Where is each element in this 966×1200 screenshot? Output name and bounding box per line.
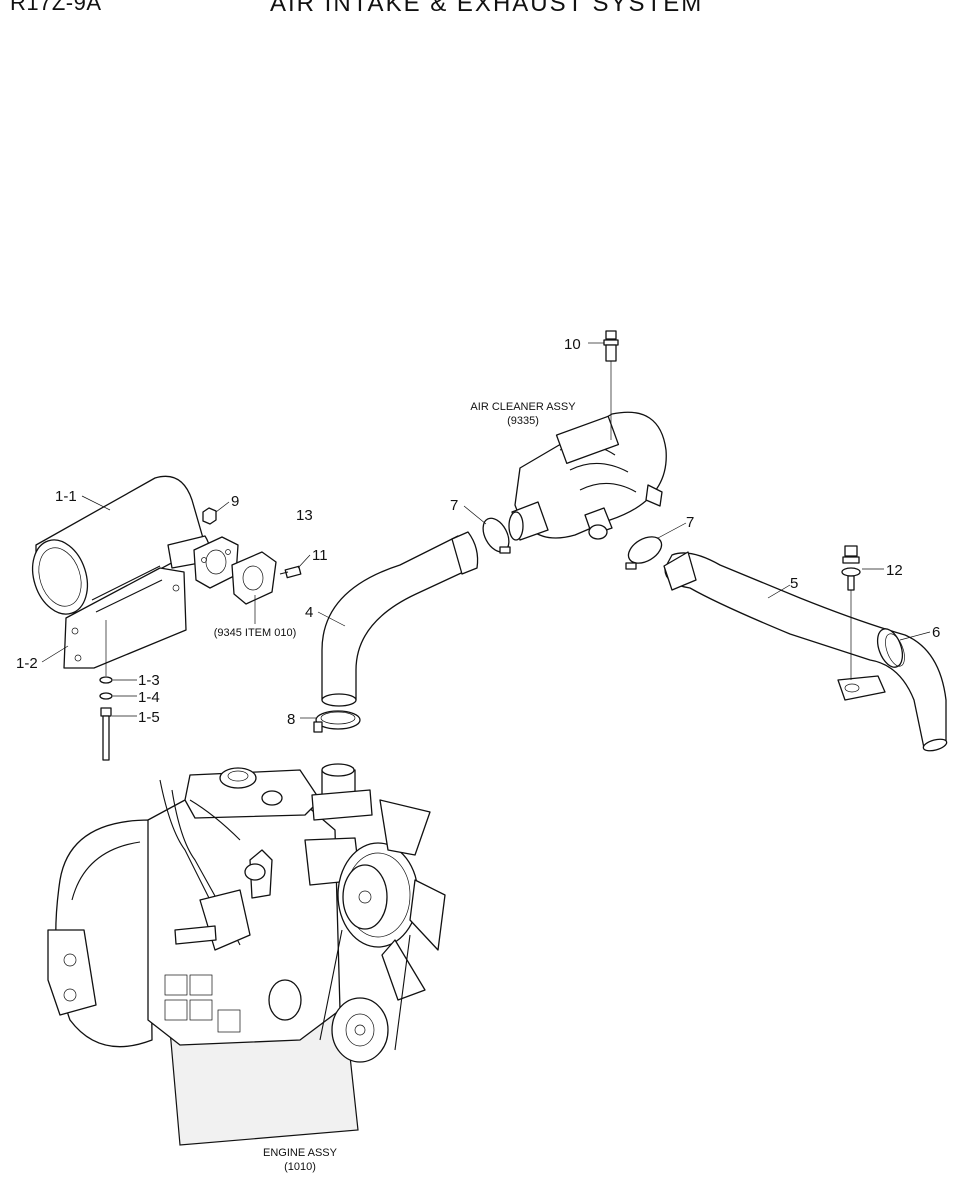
leader-1-1 (81, 495, 111, 511)
outlet-hose-5 (663, 551, 948, 752)
callout-5: 5 (790, 575, 798, 592)
washer-1-3 (99, 676, 113, 684)
hose-clamp-6 (876, 628, 905, 668)
callout-7-left: 7 (450, 497, 458, 514)
callout-12: 12 (886, 562, 903, 579)
air-cleaner-ref: (9335) (507, 415, 539, 427)
bolt-1-5 (100, 707, 112, 761)
leader-6 (899, 631, 931, 641)
callout-13: 13 (296, 507, 313, 524)
leader-4 (317, 611, 346, 627)
hose-clamp-7-right (625, 536, 663, 570)
callout-11: 11 (312, 547, 328, 564)
leader-5 (767, 584, 791, 599)
flange-gasket (231, 551, 277, 605)
engine-assy (47, 763, 446, 1146)
engine-caption: ENGINE ASSY (263, 1147, 338, 1159)
nut-9 (202, 507, 217, 525)
hose-clamp-7-left (482, 517, 511, 554)
callout-1-1: 1-1 (55, 488, 77, 505)
bolt-11 (279, 565, 302, 579)
bolt-10 (603, 330, 619, 362)
engine-ref: (1010) (284, 1161, 316, 1173)
callout-4: 4 (305, 604, 313, 621)
muffler-bracket (63, 565, 187, 669)
page-title: AIR INTAKE & EXHAUST SYSTEM (270, 0, 704, 17)
leader-7b (657, 522, 687, 539)
callout-9: 9 (231, 493, 239, 510)
muffler-flange (193, 536, 239, 589)
callout-10: 10 (564, 336, 581, 353)
air-cleaner-assy (508, 411, 667, 541)
leader-9 (215, 501, 230, 513)
model-code: R17Z-9A (10, 0, 102, 15)
hose-bracket (837, 675, 886, 701)
callout-1-4: 1-4 (138, 689, 160, 706)
hose-clamp-8 (313, 710, 361, 733)
callout-8: 8 (287, 711, 295, 728)
callout-6: 6 (932, 624, 940, 641)
leader-7a (463, 505, 487, 525)
air-cleaner-caption: AIR CLEANER ASSY (470, 401, 576, 413)
gasket-ref-caption: (9345 ITEM 010) (214, 627, 297, 639)
callout-1-3: 1-3 (138, 672, 160, 689)
callout-7-right: 7 (686, 514, 694, 531)
leader-1-2 (41, 645, 69, 663)
intake-hose-4 (321, 531, 479, 707)
bolt-12 (841, 545, 861, 591)
callout-1-5: 1-5 (138, 709, 160, 726)
leader-11 (297, 554, 311, 569)
callout-1-2: 1-2 (16, 655, 38, 672)
washer-1-4 (99, 692, 113, 700)
